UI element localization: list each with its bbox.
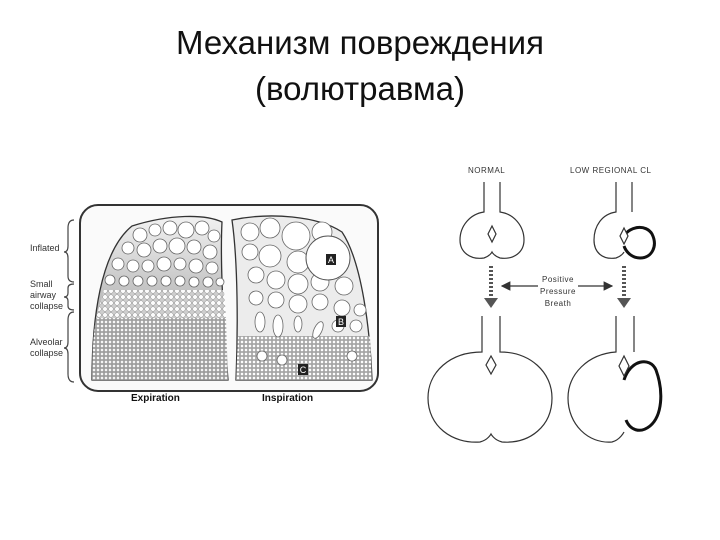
- label-airway: airway: [30, 290, 57, 300]
- lung-expiration: [91, 215, 229, 381]
- breath-label-3: Breath: [545, 299, 572, 308]
- title-line-2: (волютравма): [254, 70, 466, 107]
- alveoli-normal-before: [459, 182, 525, 259]
- alveoli-low-before: [593, 182, 656, 260]
- label-alveolar: Alveolar: [30, 337, 63, 347]
- side-labels: Inflated Small airway collapse Alveolar …: [30, 219, 75, 383]
- label-small: Small: [30, 279, 53, 289]
- label-expiration: Expiration: [131, 393, 180, 404]
- marker-c: C: [300, 365, 307, 375]
- label-collapse-2: collapse: [30, 348, 63, 358]
- alveoli-low-after: [567, 316, 663, 443]
- breath-label-2: Pressure: [540, 287, 576, 296]
- lung-inspiration: A B C: [231, 215, 373, 381]
- marker-b: B: [338, 317, 344, 327]
- marker-a: A: [328, 255, 334, 265]
- header-normal: NORMAL: [468, 166, 505, 175]
- marker-c-box: [298, 364, 308, 375]
- bracket-alveolar: [63, 311, 75, 383]
- lung-figure: Inflated Small airway collapse Alveolar …: [30, 204, 379, 404]
- label-collapse-1: collapse: [30, 301, 63, 311]
- alveoli-figure: NORMAL LOW REGIONAL CL Positive Pressure…: [427, 166, 663, 443]
- alveoli-normal-after: [427, 316, 553, 443]
- marker-a-box: [326, 254, 336, 265]
- bracket-small-airway: [63, 283, 75, 311]
- marker-b-box: [336, 316, 346, 327]
- arrow-head-left: [484, 298, 498, 308]
- label-inflated: Inflated: [30, 243, 60, 253]
- arrow-head-right: [617, 298, 631, 308]
- title-line-1: Механизм повреждения: [176, 24, 544, 61]
- breath-label-1: Positive: [542, 275, 574, 284]
- label-inspiration: Inspiration: [262, 393, 313, 404]
- slide-title: Механизм повреждения (волютравма): [0, 20, 720, 112]
- bracket-inflated: [63, 219, 75, 283]
- arrows-down: [489, 266, 626, 300]
- header-low-regional: LOW REGIONAL CL: [570, 166, 651, 175]
